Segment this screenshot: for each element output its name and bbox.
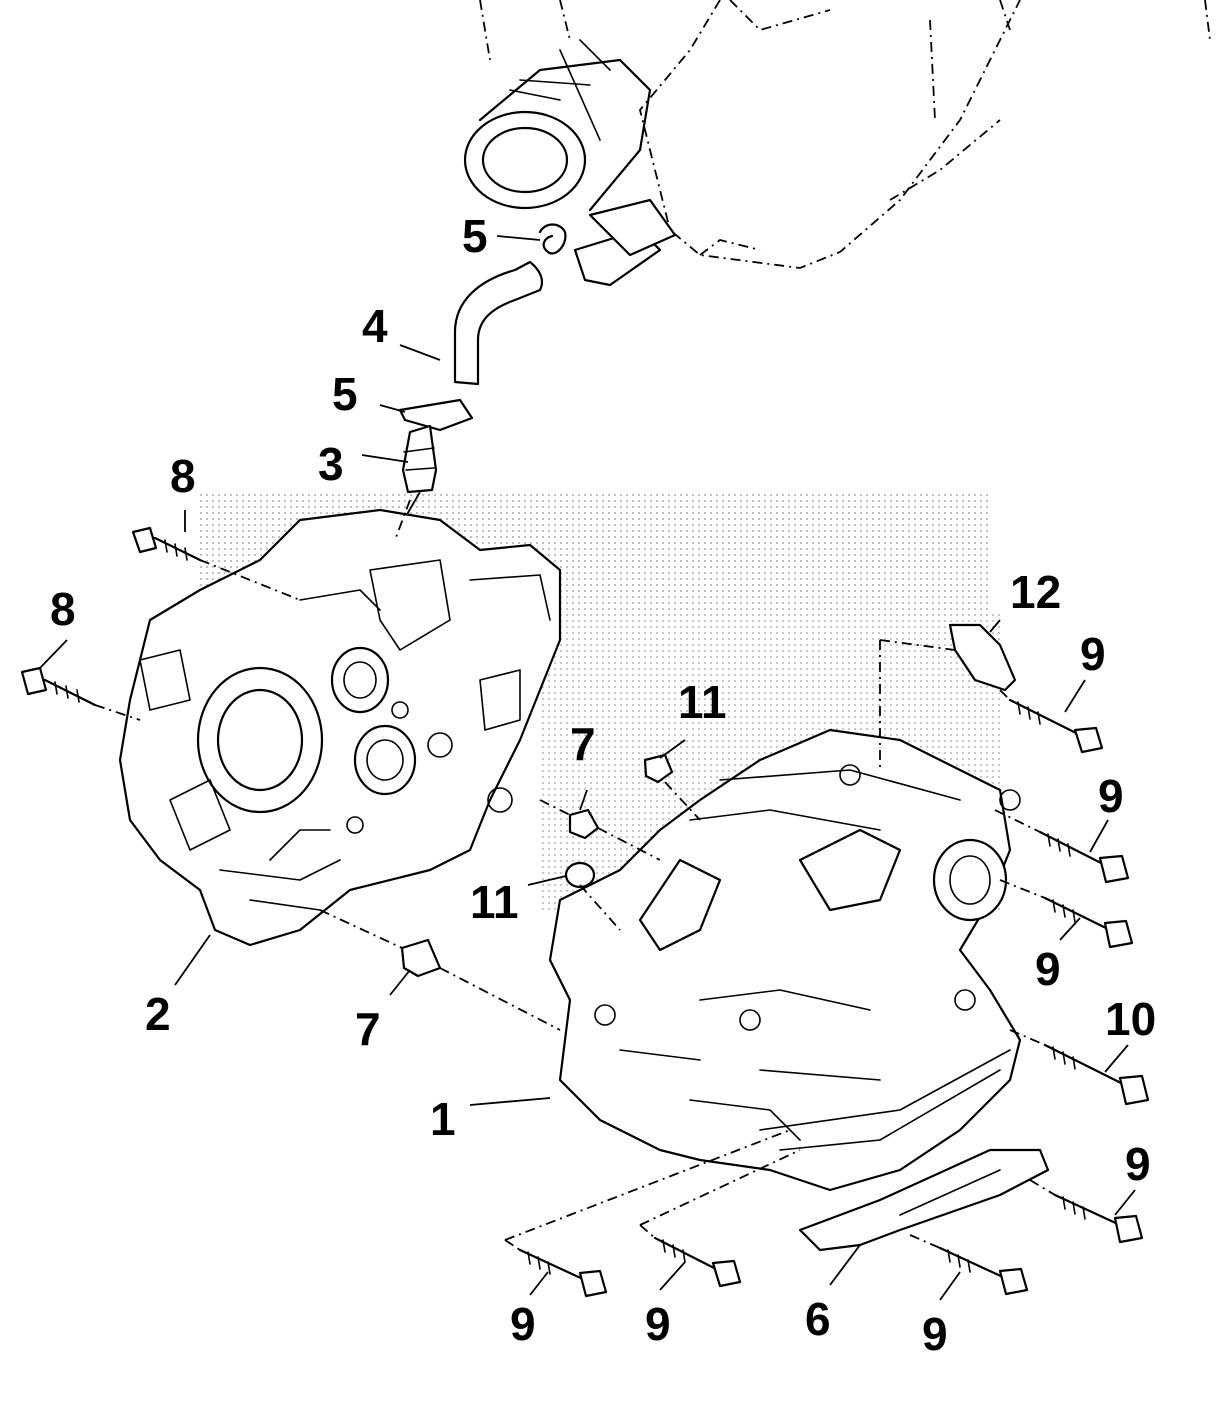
alignment-lines	[94, 499, 1056, 1251]
bolt-9-d	[1053, 1193, 1144, 1244]
label-10: 10	[1105, 993, 1156, 1045]
label-1: 1	[430, 1093, 456, 1145]
bolt-9-e	[518, 1248, 608, 1298]
label-7-upper: 7	[570, 718, 596, 770]
label-3: 3	[318, 438, 344, 490]
label-8-lower: 8	[50, 583, 76, 635]
label-9-c: 9	[1035, 943, 1061, 995]
dowel-pin-upper	[568, 808, 600, 840]
engine-cylinder-outline	[479, 0, 1211, 269]
label-7-lower: 7	[355, 1003, 381, 1055]
dowel-pin-lower	[400, 938, 442, 978]
bolt-9-c	[1043, 896, 1134, 949]
breather-fitting	[394, 424, 438, 536]
right-crankcase	[548, 728, 1022, 1192]
label-leaders	[39, 235, 1136, 1301]
label-11-upper: 11	[678, 676, 727, 728]
label-5-lower: 5	[332, 368, 358, 420]
bolt-9-f	[653, 1236, 742, 1288]
bolt-9-a	[1008, 698, 1104, 754]
bracket	[948, 623, 1017, 692]
label-4: 4	[362, 300, 388, 352]
label-9-g: 9	[922, 1308, 948, 1360]
left-crankcase	[118, 508, 562, 947]
label-12: 12	[1010, 566, 1061, 618]
label-6: 6	[805, 1293, 831, 1345]
bolt-9-b	[1038, 830, 1130, 884]
label-9-f: 9	[645, 1298, 671, 1350]
bolt-8-lower	[20, 666, 97, 707]
o-ring-lower	[564, 861, 596, 889]
label-5-upper: 5	[462, 210, 488, 262]
hose-clamp-lower	[398, 398, 474, 432]
oil-strainer-cover	[798, 1148, 1050, 1252]
bolt-8-upper	[131, 526, 202, 562]
label-9-b: 9	[1098, 770, 1124, 822]
breather-hose	[453, 260, 544, 386]
label-2: 2	[145, 988, 171, 1040]
label-9-d: 9	[1125, 1138, 1151, 1190]
label-11-lower: 11	[470, 876, 519, 928]
intake-joint	[463, 39, 677, 287]
label-9-a: 9	[1080, 628, 1106, 680]
label-9-e: 9	[510, 1298, 536, 1350]
hose-clamp-upper	[538, 223, 567, 255]
bolt-10	[1043, 1043, 1150, 1106]
part-labels: 1 2 3 4 5 5 6 7 7 8 8 9 9 9 9 9 9 9 10 1…	[50, 210, 1156, 1360]
label-8-upper: 8	[170, 450, 196, 502]
bolt-9-g	[938, 1246, 1029, 1296]
